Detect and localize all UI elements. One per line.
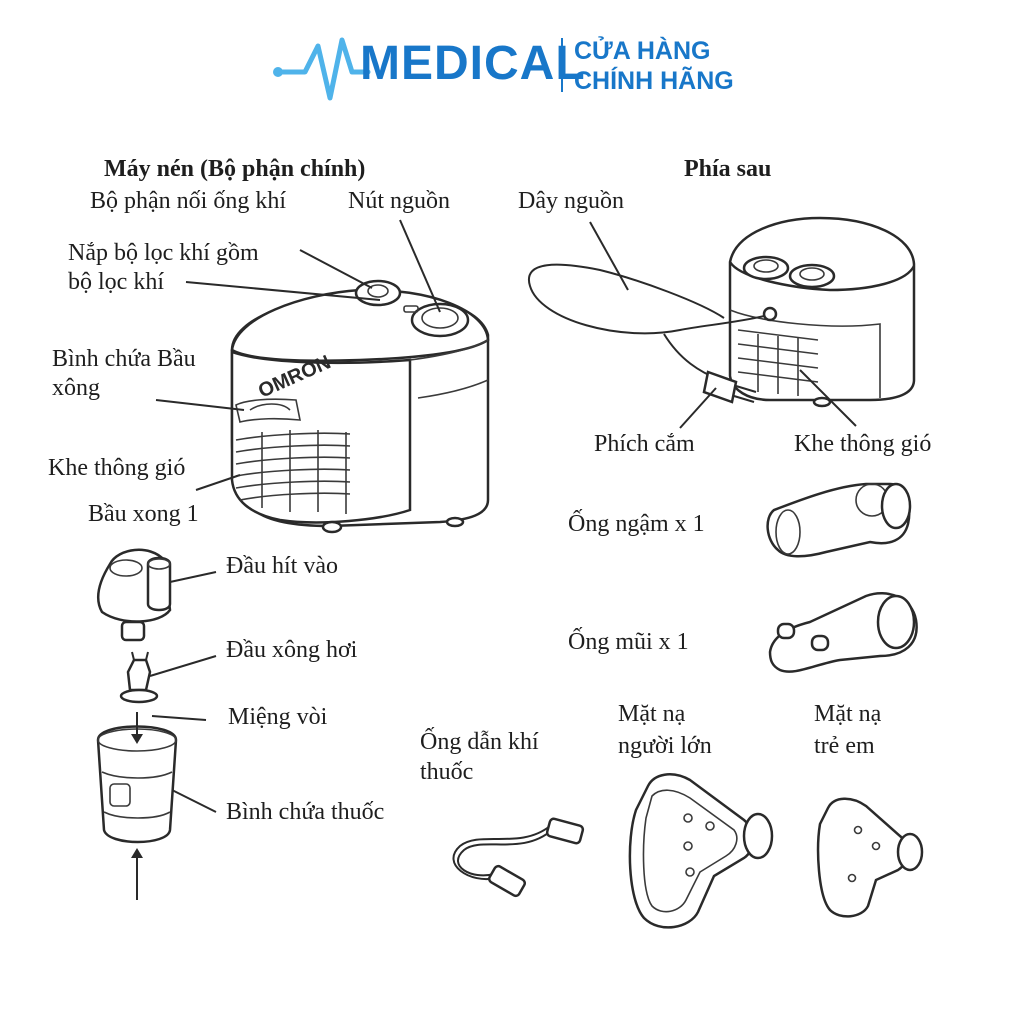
- label-holder-2: xông: [52, 375, 100, 401]
- shop-line-2: CHÍNH HÃNG: [574, 67, 734, 95]
- nebulizer-leader-lines: [149, 571, 217, 813]
- label-filter-cover-2: bộ lọc khí: [68, 269, 164, 295]
- label-adult-mask-2: người lớn: [618, 733, 712, 759]
- front-leader-lines: [155, 219, 441, 491]
- nebulizer-kit-illustration: [96, 548, 178, 900]
- label-power-button: Nút nguồn: [348, 188, 450, 214]
- label-child-mask-2: trẻ em: [814, 733, 875, 759]
- label-holder-1: Bình chứa Bầu: [52, 346, 196, 372]
- medical-logo-mark: [273, 37, 563, 101]
- label-nebulizer: Bầu xong 1: [88, 501, 199, 527]
- child-mask-illustration: [816, 797, 924, 918]
- label-plug: Phích cắm: [594, 431, 695, 457]
- label-vent-front: Khe thông gió: [48, 455, 186, 481]
- back-view-title: Phía sau: [684, 156, 772, 182]
- air-tube-illustration: [452, 817, 585, 898]
- nosepiece-illustration: [768, 592, 918, 673]
- label-tube-1: Ống dẫn khí: [420, 729, 539, 755]
- label-filter-cover-1: Nắp bộ lọc khí gồm: [68, 240, 259, 266]
- compressor-back-illustration: [527, 216, 916, 408]
- mouthpiece-illustration: [766, 482, 912, 558]
- label-mouthpiece: Ống ngậm x 1: [568, 511, 705, 537]
- label-air-connector: Bộ phận nối ống khí: [90, 188, 286, 214]
- label-tube-2: thuốc: [420, 759, 474, 785]
- label-nosepiece: Ống mũi x 1: [568, 629, 689, 655]
- label-adult-mask-1: Mặt nạ: [618, 701, 686, 727]
- logo-wordmark: MEDICAL: [360, 37, 586, 90]
- back-leader-lines: [589, 221, 857, 429]
- label-vapor-head: Đầu xông hơi: [226, 637, 358, 663]
- label-med-cup: Bình chứa thuốc: [226, 799, 385, 825]
- label-child-mask-1: Mặt nạ: [814, 701, 882, 727]
- compressor-front-illustration: [230, 279, 490, 534]
- label-nozzle: Miệng vòi: [228, 704, 328, 730]
- main-unit-title: Máy nén (Bộ phận chính): [104, 156, 366, 182]
- adult-mask-illustration: [628, 773, 774, 929]
- shop-line-1: CỬA HÀNG: [574, 37, 711, 65]
- label-power-cord: Dây nguồn: [518, 188, 624, 214]
- label-vent-back: Khe thông gió: [794, 431, 932, 457]
- label-inhalation-top: Đầu hít vào: [226, 553, 338, 579]
